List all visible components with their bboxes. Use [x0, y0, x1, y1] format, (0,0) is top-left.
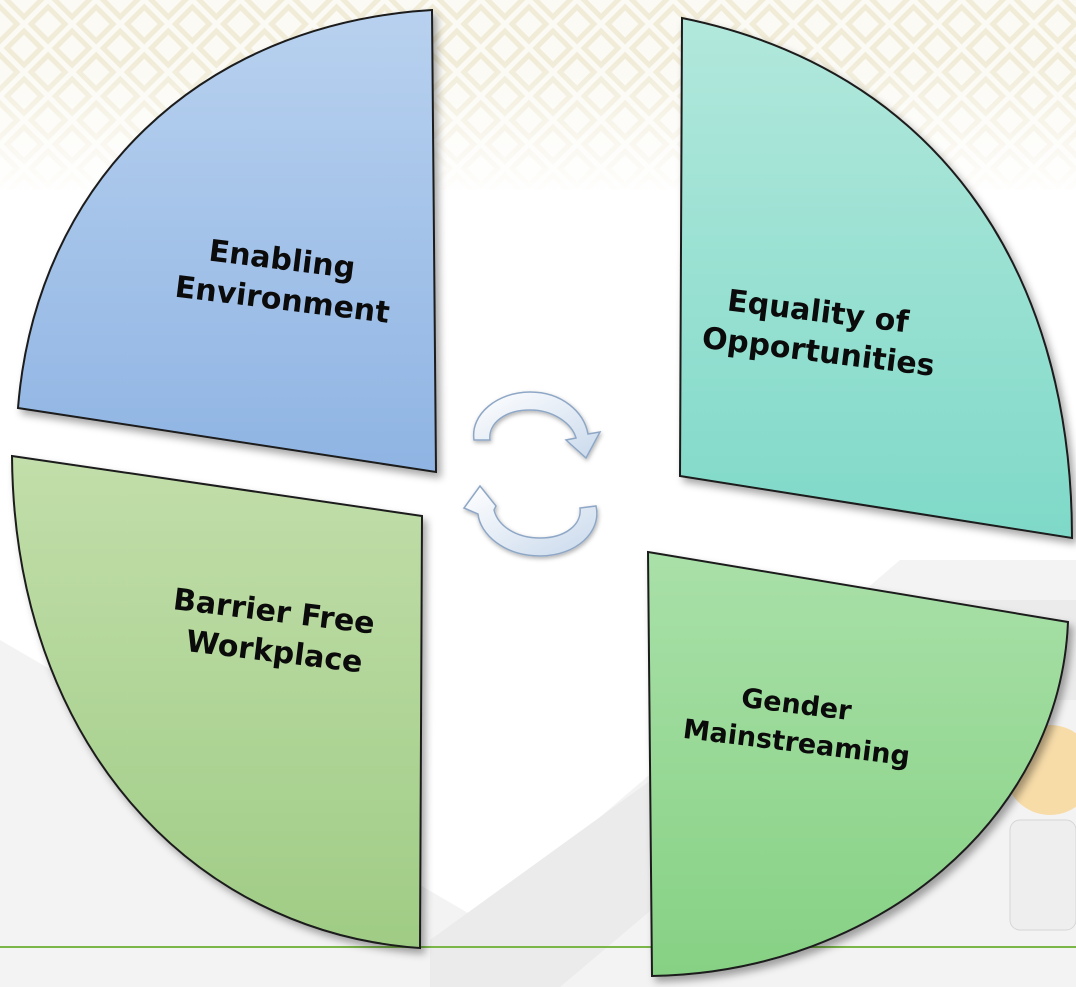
cycle-arrow-upper: [472, 391, 602, 460]
quadrant-gender-mainstreaming[interactable]: [646, 550, 1070, 978]
cycle-arrow-lower: [462, 484, 598, 557]
quadrant-equality-of-opportunities[interactable]: [678, 16, 1074, 540]
background-figure-body: [1009, 819, 1076, 931]
cycle-arrows-icon: [462, 391, 602, 557]
quadrant-barrier-free-workplace[interactable]: [10, 454, 424, 950]
quadrant-enabling-environment[interactable]: [16, 8, 438, 474]
